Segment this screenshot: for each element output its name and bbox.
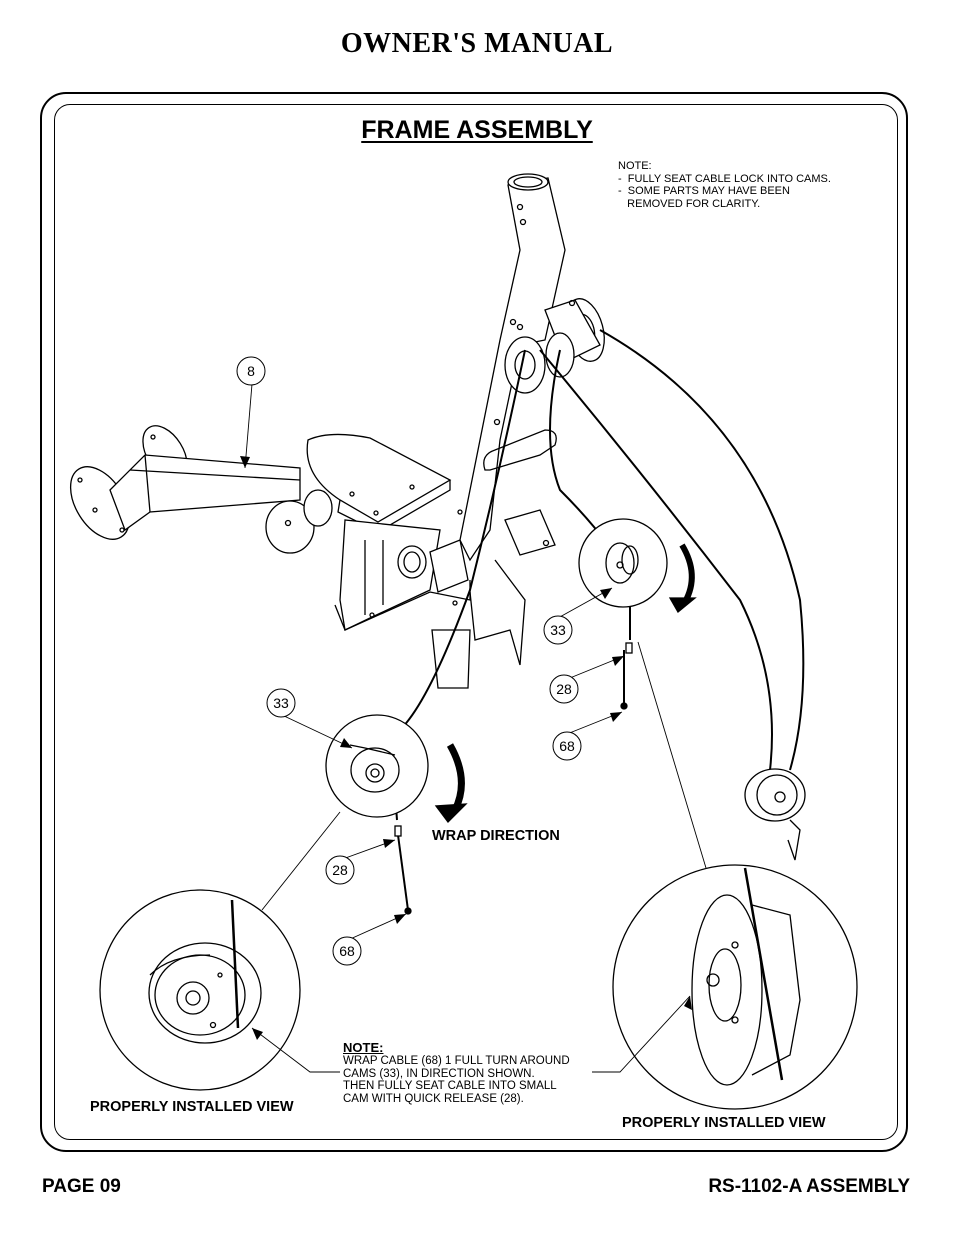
callout-33-left: 33: [266, 688, 296, 718]
cable-guard: [483, 429, 557, 471]
left-cam-detail: [325, 714, 429, 818]
svg-text:8: 8: [247, 363, 255, 379]
zoom-line-left: [261, 811, 341, 911]
left-installed-detail: [99, 889, 301, 1091]
rear-pulley: [744, 768, 806, 861]
callout-arrowheads: [240, 456, 692, 1040]
page-frame-outer: [40, 92, 908, 1152]
top-note-line: - SOME PARTS MAY HAVE BEEN: [618, 185, 790, 197]
top-note-line: - FULLY SEAT CABLE LOCK INTO CAMS.: [618, 172, 831, 185]
top-note-line: NOTE:: [618, 160, 652, 172]
cable-lock-left: [404, 907, 412, 915]
properly-installed-left-label: PROPERLY INSTALLED VIEW: [90, 1099, 294, 1115]
quick-release-right: [625, 642, 633, 654]
cables: [394, 329, 805, 911]
wrap-note: NOTE: WRAP CABLE (68) 1 FULL TURN AROUND…: [343, 1040, 570, 1105]
wrap-arrow-right: [679, 543, 695, 604]
callout-28-left: 28: [325, 855, 355, 885]
top-note: NOTE: - FULLY SEAT CABLE LOCK INTO CAMS.…: [618, 160, 831, 210]
footer-page-number: PAGE 09: [42, 1176, 121, 1197]
zoom-line-right: [637, 641, 707, 869]
wrap-note-line: CAM WITH QUICK RELEASE (28).: [343, 1092, 524, 1105]
wrap-note-line: CAMS (33), IN DIRECTION SHOWN.: [343, 1067, 535, 1080]
callout-8: 8: [236, 356, 266, 386]
callout-28-right: 28: [549, 674, 579, 704]
quick-release-left: [394, 825, 402, 837]
wrap-direction-label: WRAP DIRECTION: [432, 828, 560, 844]
wheels: [265, 489, 333, 554]
svg-text:28: 28: [556, 681, 572, 697]
svg-text:68: 68: [559, 738, 575, 754]
right-cam-detail: [578, 518, 668, 608]
wrap-arrow-left: [446, 743, 465, 812]
base-tube: [109, 454, 301, 532]
svg-text:33: 33: [550, 622, 566, 638]
properly-installed-right-label: PROPERLY INSTALLED VIEW: [622, 1115, 826, 1131]
callout-68-left: 68: [332, 936, 362, 966]
wrap-arrow-right-head: [668, 597, 697, 613]
top-note-line: REMOVED FOR CLARITY.: [618, 197, 761, 210]
footer-model: RS-1102-A ASSEMBLY: [708, 1176, 910, 1197]
callout-33-right: 33: [543, 615, 573, 645]
svg-text:68: 68: [339, 943, 355, 959]
svg-text:28: 28: [332, 862, 348, 878]
wrap-note-line: WRAP CABLE (68) 1 FULL TURN AROUND: [343, 1055, 570, 1067]
manual-title: OWNER'S MANUAL: [340, 28, 614, 59]
wrap-note-header: NOTE:: [343, 1040, 384, 1055]
main-frame: [334, 509, 556, 689]
page-frame-inner: [54, 104, 898, 1140]
svg-text:33: 33: [273, 695, 289, 711]
right-installed-detail: [612, 864, 858, 1110]
wrap-note-line: THEN FULLY SEAT CABLE INTO SMALL: [343, 1080, 557, 1092]
section-title: FRAME ASSEMBLY: [361, 116, 593, 144]
callout-68-right: 68: [552, 731, 582, 761]
cable-lock-right: [620, 702, 628, 710]
wrap-arrow-left-head: [434, 803, 468, 823]
